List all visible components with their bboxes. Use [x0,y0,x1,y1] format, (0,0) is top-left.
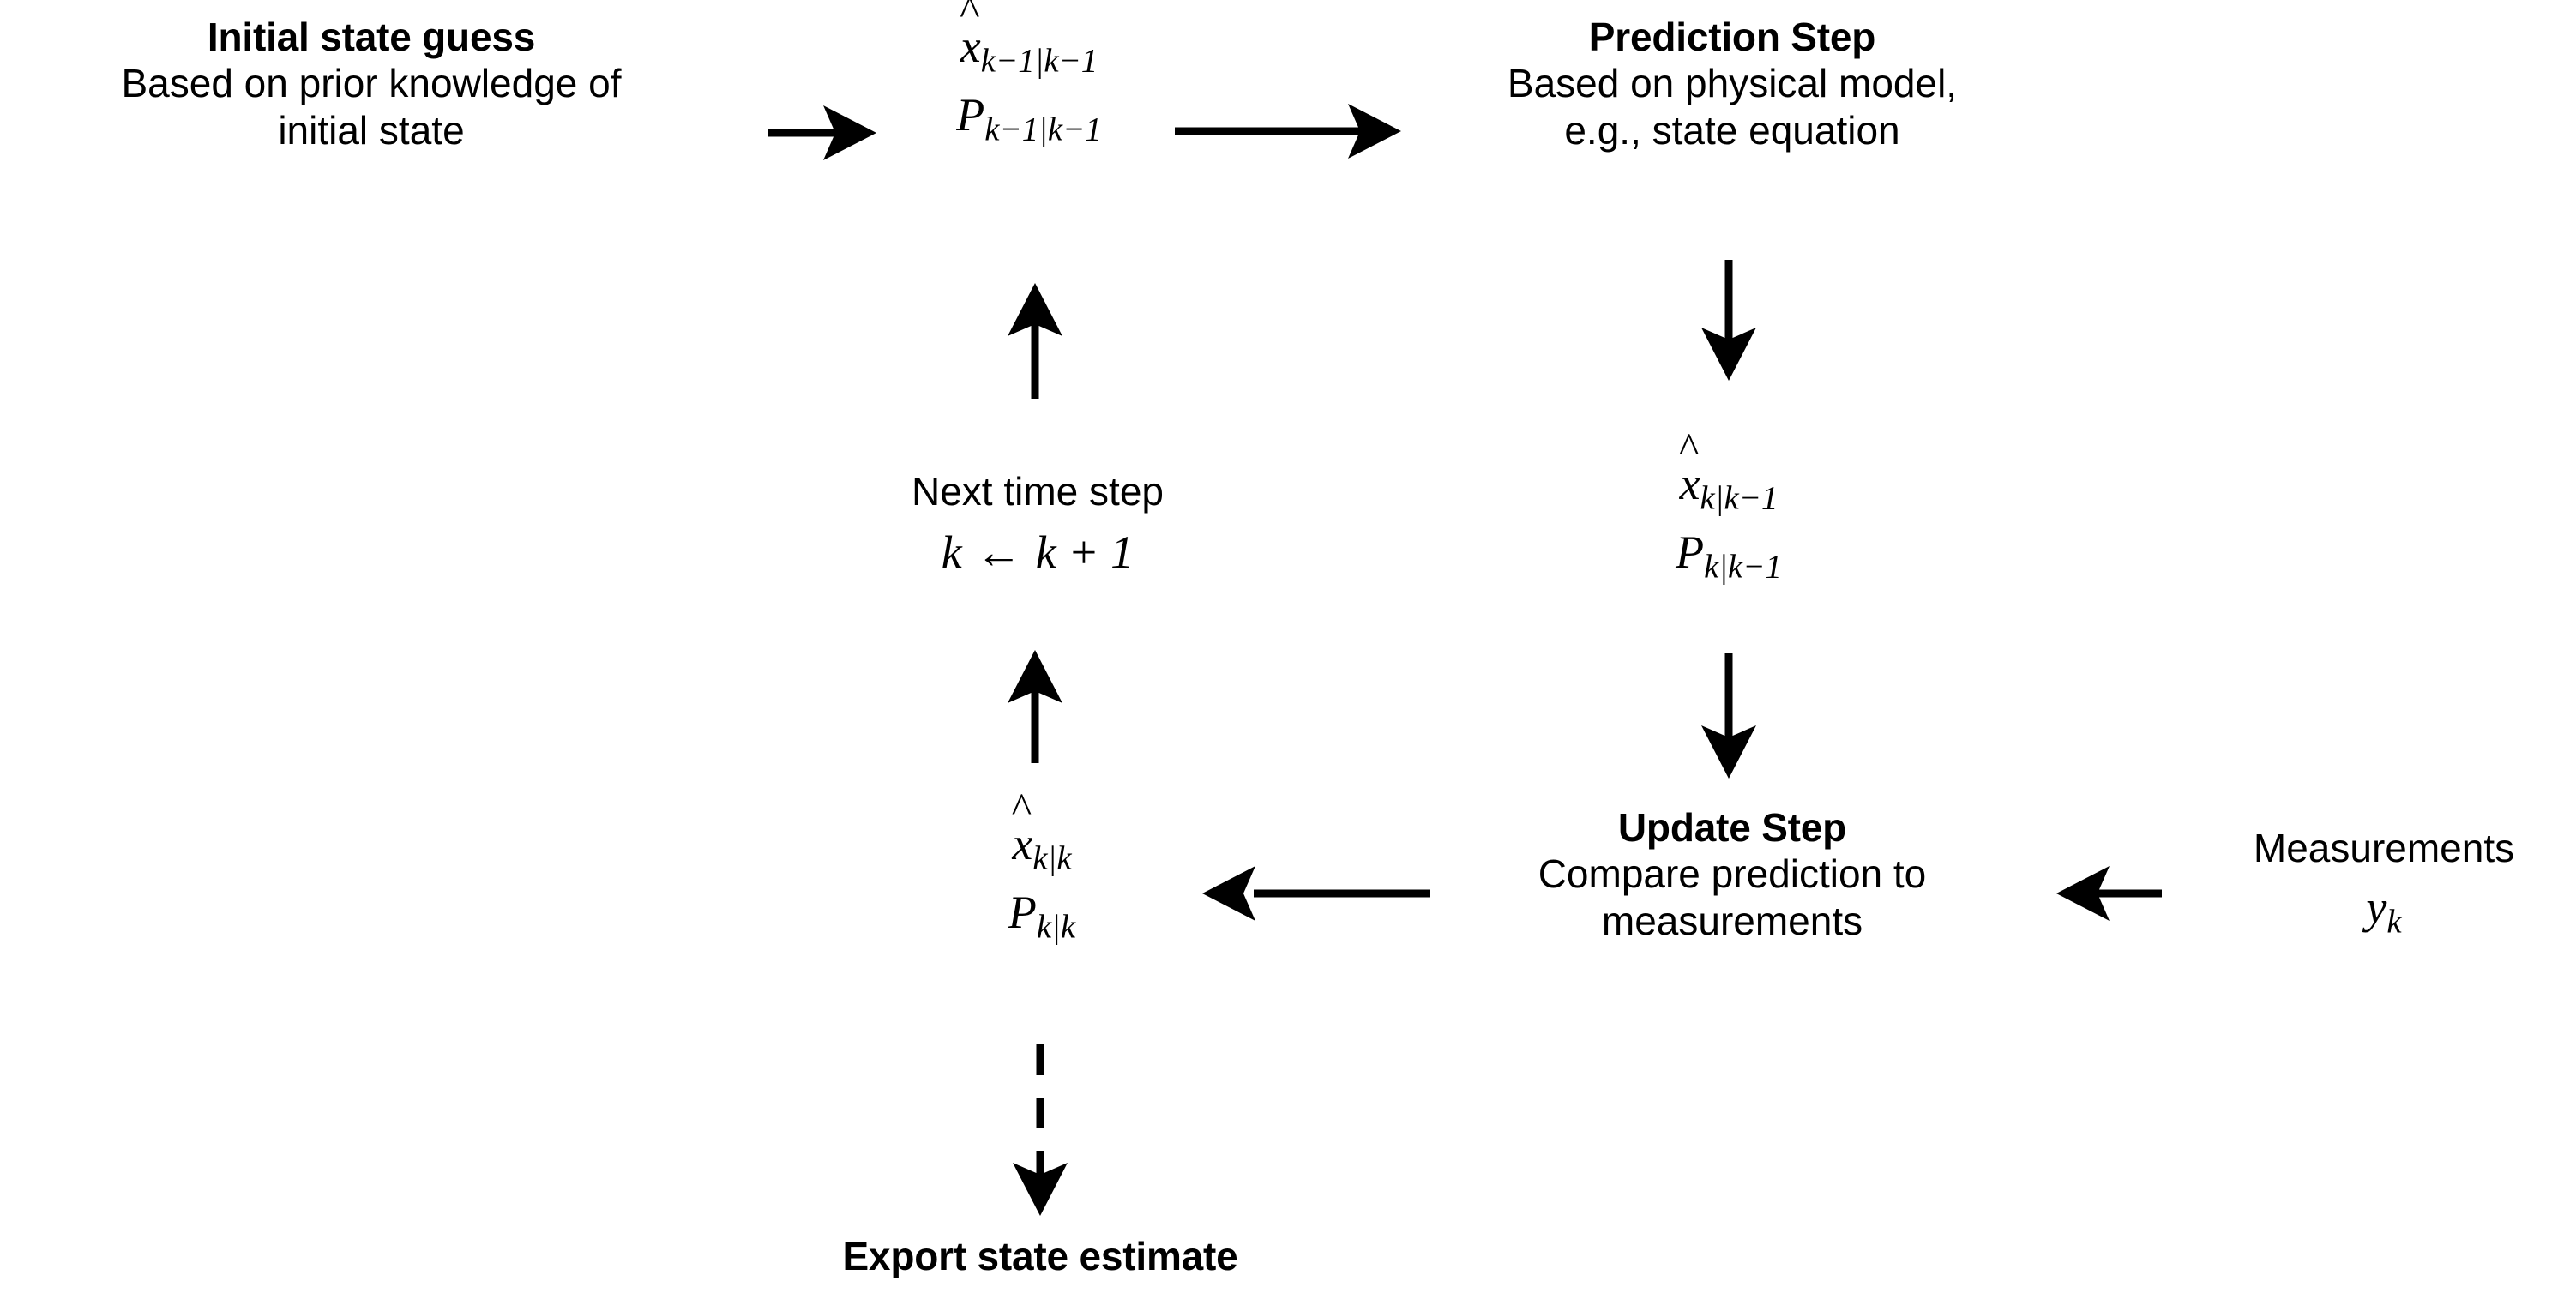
arrow-predicted-to-update [1701,653,1756,779]
arrow-measurements-to-update [2056,866,2162,921]
prior-x-subscript: k−1|k−1 [980,42,1098,80]
node-measurements: Measurements yk [2192,825,2576,945]
predicted-state-vector: ^xk|k−1 [1574,427,1883,521]
x-hat-accent: ^ [960,0,980,35]
measurement-symbol: yk [2192,876,2576,945]
node-initial-state: Initial state guess Based on prior knowl… [0,14,743,153]
prior-state-vector: ^xk−1|k−1 [875,0,1183,84]
prediction-step-heading: Prediction Step [1588,15,1876,59]
prediction-step-line1: Based on physical model, [1507,61,1958,106]
predicted-x-subscript: k|k−1 [1700,479,1779,517]
prior-covariance: Pk−1|k−1 [875,84,1183,153]
node-prediction-step: Prediction Step Based on physical model,… [1415,14,2049,153]
node-posterior-estimate: ^xk|k Pk|k [888,787,1196,950]
next-time-step-equation: k←k + 1 [797,521,1278,584]
x-symbol: x [960,21,981,72]
posterior-state-vector: ^xk|k [888,787,1196,881]
posterior-p-subscript: k|k [1036,908,1076,946]
left-arrow-glyph: ← [975,526,1022,579]
prediction-step-line2: e.g., state equation [1564,107,1900,153]
initial-state-heading: Initial state guess [207,15,536,59]
posterior-covariance: Pk|k [888,881,1196,950]
predicted-covariance: Pk|k−1 [1574,521,1883,590]
update-step-line1: Compare prediction to [1538,851,1927,897]
y-symbol: y [2366,881,2387,934]
update-step-heading: Update Step [1617,805,1847,850]
prior-p-subscript: k−1|k−1 [984,111,1102,148]
initial-state-line2: initial state [278,107,465,153]
x-symbol: x [1679,458,1700,509]
posterior-x-subscript: k|k [1032,839,1072,877]
node-predicted-estimate: ^xk|k−1 Pk|k−1 [1574,427,1883,590]
node-update-step: Update Step Compare prediction to measur… [1415,804,2049,944]
equation-lhs: k [941,526,962,579]
arrow-next-step-to-prior [1008,283,1062,399]
x-hat-accent: ^ [1678,424,1700,472]
node-prior-estimate: ^xk−1|k−1 Pk−1|k−1 [875,0,1183,153]
arrow-posterior-to-next-step [1008,650,1062,763]
predicted-p-subscript: k|k−1 [1704,548,1782,586]
x-symbol: x [1012,818,1033,869]
p-symbol: P [956,89,985,141]
arrow-initial-to-prior [768,105,876,160]
node-next-time-step: Next time step k←k + 1 [797,468,1278,584]
arrow-update-to-posterior [1202,866,1430,921]
node-export-state: Export state estimate [731,1233,1349,1279]
initial-state-line1: Based on prior knowledge of [121,61,622,106]
arrow-prediction-to-predicted [1701,260,1756,381]
p-symbol: P [1676,526,1705,579]
p-symbol: P [1008,887,1037,939]
equation-rhs: k + 1 [1035,526,1135,579]
arrow-posterior-to-export [1013,1044,1068,1216]
x-hat-accent: ^ [1011,785,1032,833]
y-subscript: k [2386,903,2402,941]
update-step-line2: measurements [1601,898,1863,943]
arrow-prior-to-prediction [1175,104,1401,159]
measurements-label: Measurements [2253,826,2515,870]
next-time-step-label: Next time step [912,469,1164,514]
export-state-label: Export state estimate [842,1234,1238,1278]
